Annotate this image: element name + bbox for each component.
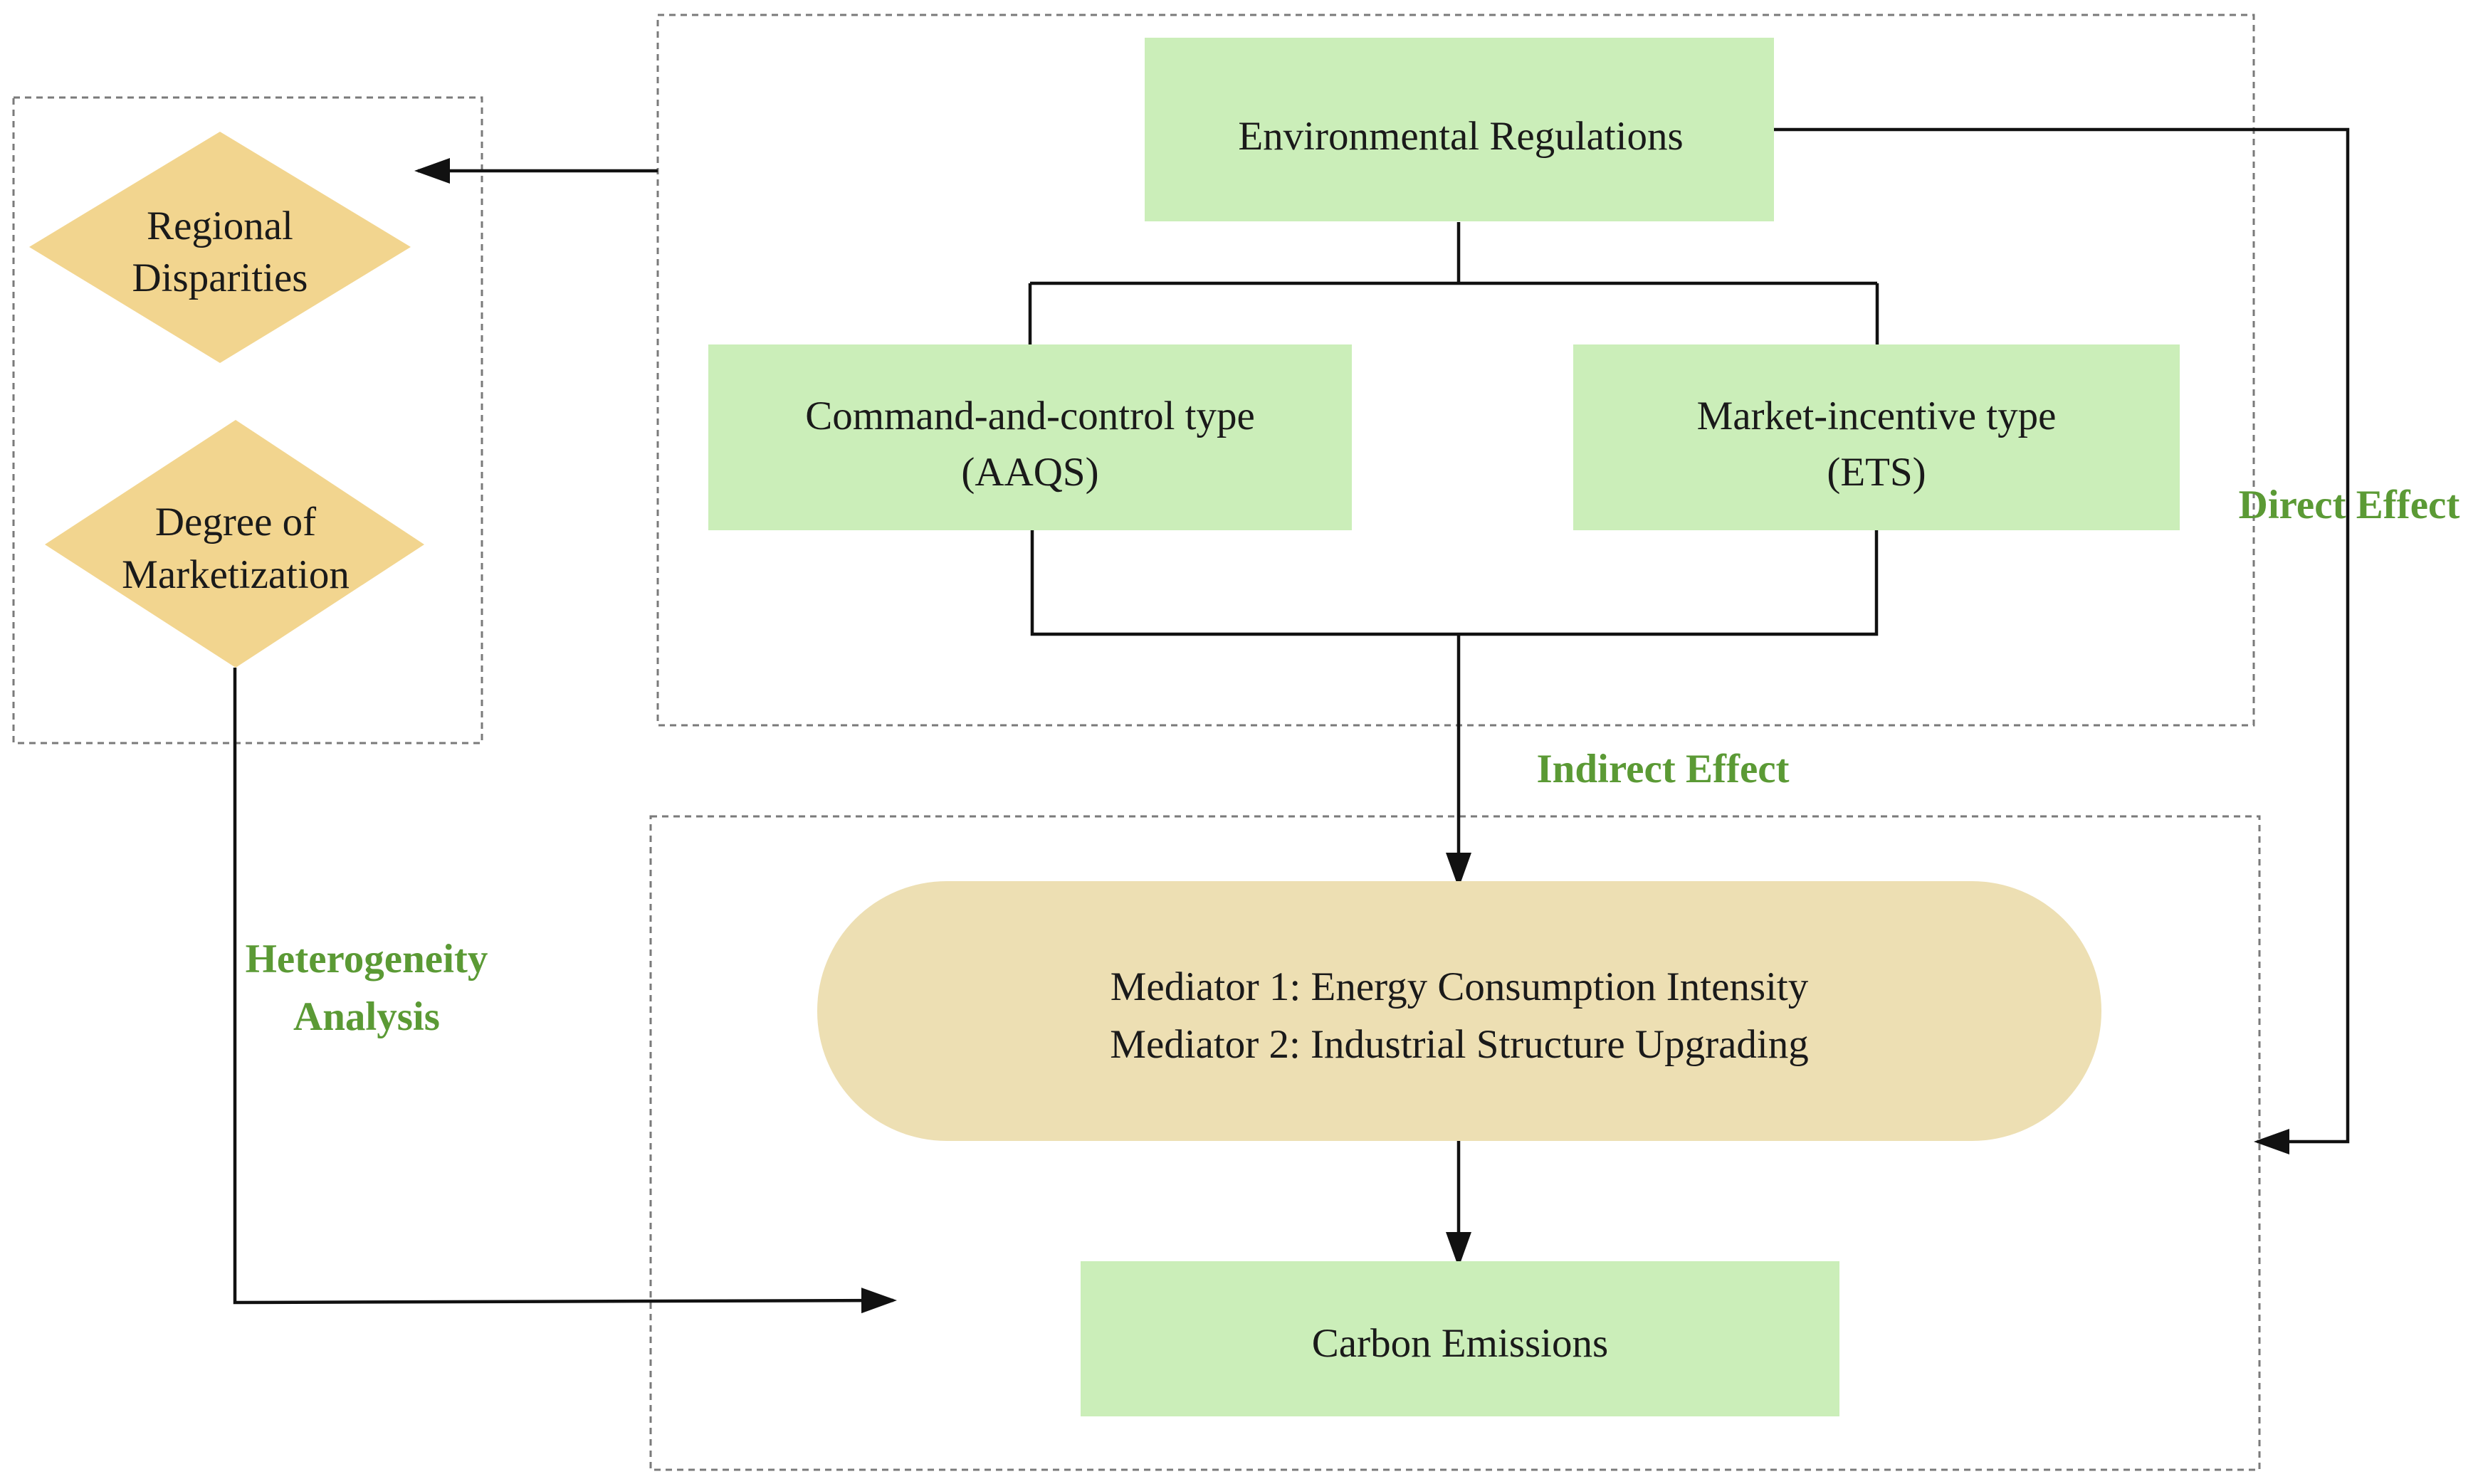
regional-disparities-sublabel: Disparities xyxy=(132,256,308,300)
environmental-regulations-label: Environmental Regulations xyxy=(1238,114,1683,159)
market-incentive-label: Market-incentive type xyxy=(1697,394,2057,438)
regional-disparities-label: Regional xyxy=(147,204,293,248)
marketization-sublabel: Marketization xyxy=(122,552,350,597)
regulations-group-box xyxy=(656,14,2255,727)
market-incentive-box xyxy=(1573,344,2180,530)
carbon-emissions-node: Carbon Emissions xyxy=(1081,1261,1839,1416)
regional-disparities-node: Regional Disparities xyxy=(29,132,411,363)
market-incentive-sublabel: (ETS) xyxy=(1827,450,1926,495)
indirect-effect-label: Indirect Effect xyxy=(1536,747,1789,791)
mediators-pill xyxy=(817,881,2101,1141)
regional-disparities-diamond xyxy=(29,132,411,363)
types-merge-connector xyxy=(1030,530,1879,636)
connectors xyxy=(233,127,2350,1314)
environmental-regulations-box xyxy=(1145,38,1774,221)
marketization-node: Degree of Marketization xyxy=(45,420,424,668)
command-control-sublabel: (AAQS) xyxy=(961,450,1098,495)
market-incentive-node: Market-incentive type (ETS) xyxy=(1573,344,2180,530)
marketization-label: Degree of xyxy=(155,500,316,544)
mediators-node: Mediator 1: Energy Consumption Intensity… xyxy=(817,881,2101,1141)
command-control-label: Command-and-control type xyxy=(805,394,1255,438)
heterogeneity-group-box xyxy=(12,96,483,744)
carbon-emissions-label: Carbon Emissions xyxy=(1312,1321,1608,1366)
mediator-1-label: Mediator 1: Energy Consumption Intensity xyxy=(1111,964,1809,1009)
heterogeneity-analysis-sublabel: Analysis xyxy=(293,994,440,1039)
mediator-2-label: Mediator 2: Industrial Structure Upgradi… xyxy=(1110,1022,1808,1067)
heterogeneity-analysis-label: Heterogeneity xyxy=(246,937,488,982)
marketization-diamond xyxy=(45,420,424,668)
regulations-split-connector xyxy=(1028,222,1879,344)
heterogeneity-analysis-arrow xyxy=(233,668,897,1314)
environmental-regulations-node: Environmental Regulations xyxy=(1145,38,1774,221)
direct-effect-label: Direct Effect xyxy=(2239,483,2460,527)
command-control-node: Command-and-control type (AAQS) xyxy=(708,344,1352,530)
command-control-box xyxy=(708,344,1352,530)
direct-effect-arrow xyxy=(1774,127,2350,1154)
outcomes-group-box xyxy=(649,815,2261,1471)
carbon-emissions-box xyxy=(1081,1261,1839,1416)
